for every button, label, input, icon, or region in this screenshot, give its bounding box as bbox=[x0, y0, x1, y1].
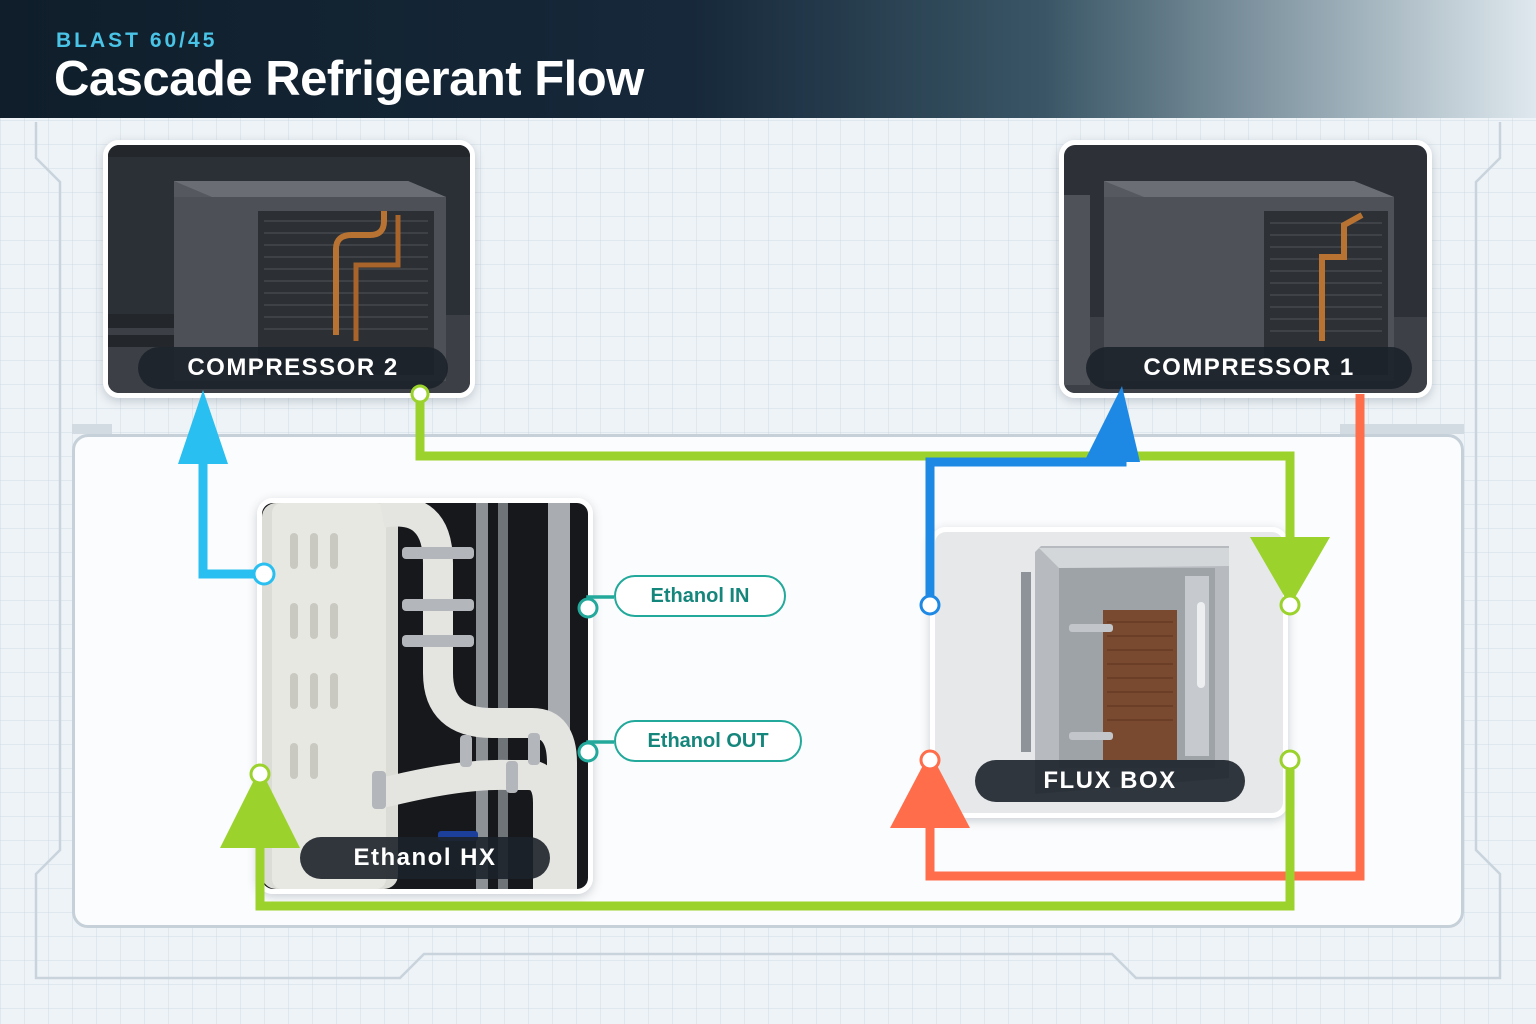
page-title: Cascade Refrigerant Flow bbox=[54, 52, 644, 106]
flux-box-card[interactable]: FLUX BOX bbox=[930, 527, 1288, 818]
header-bar: BLAST 60/45 Cascade Refrigerant Flow bbox=[0, 0, 1536, 118]
ethanol-hx-card[interactable]: Ethanol HX bbox=[257, 498, 593, 894]
flux-box-label: FLUX BOX bbox=[975, 760, 1245, 802]
ethanol-out-port-label: Ethanol OUT bbox=[614, 720, 802, 762]
compressor-1-label: COMPRESSOR 1 bbox=[1086, 347, 1412, 389]
ethanol-hx-photo bbox=[262, 503, 588, 889]
model-eyebrow: BLAST 60/45 bbox=[56, 29, 218, 52]
compressor-2-card[interactable]: COMPRESSOR 2 bbox=[103, 140, 475, 398]
ethanol-hx-label: Ethanol HX bbox=[300, 837, 550, 879]
compressor-2-label: COMPRESSOR 2 bbox=[138, 347, 448, 389]
ethanol-in-port-label: Ethanol IN bbox=[614, 575, 786, 617]
compressor-1-card[interactable]: COMPRESSOR 1 bbox=[1059, 140, 1432, 398]
